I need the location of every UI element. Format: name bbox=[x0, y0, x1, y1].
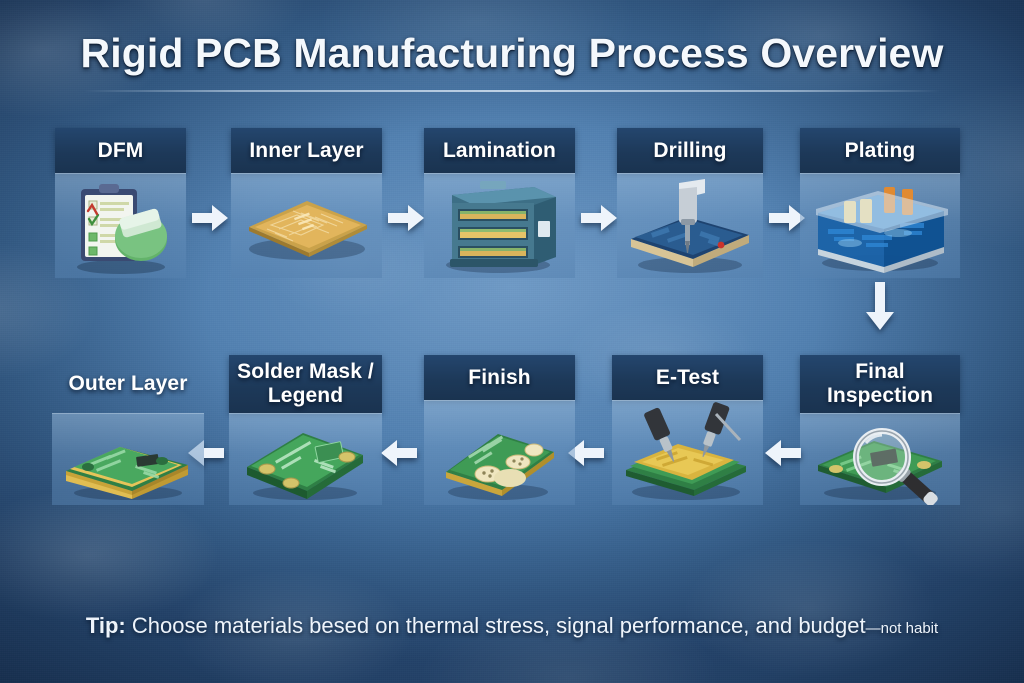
step-title-finish: Finish bbox=[424, 355, 575, 400]
step-illustration-drilling bbox=[617, 173, 763, 278]
clipboard-checklist-icon bbox=[77, 184, 167, 274]
surface-finish-pcb-icon bbox=[446, 434, 554, 500]
process-step-lamination[interactable]: Lamination bbox=[424, 128, 575, 278]
green-solder-mask-pcb-icon bbox=[247, 433, 363, 500]
step-title-drilling: Drilling bbox=[617, 128, 763, 173]
step-illustration-finish bbox=[424, 400, 575, 505]
process-step-finish[interactable]: Finish bbox=[424, 355, 575, 505]
step-title-dfm: DFM bbox=[55, 128, 186, 173]
cnc-drill-icon bbox=[631, 179, 749, 273]
step-illustration-final-inspection bbox=[800, 413, 960, 505]
arrow-left-icon bbox=[381, 440, 417, 466]
title-divider bbox=[84, 90, 940, 92]
arrow-down-icon bbox=[866, 282, 894, 330]
step-title-plating: Plating bbox=[800, 128, 960, 173]
step-illustration-plating bbox=[800, 173, 960, 278]
process-step-outer-layer[interactable]: Outer Layer bbox=[52, 355, 204, 505]
step-title-e-test: E-Test bbox=[612, 355, 763, 400]
step-title-solder-mask-legend: Solder Mask / Legend bbox=[229, 355, 382, 413]
step-illustration-solder-mask-legend bbox=[229, 413, 382, 505]
step-illustration-inner-layer bbox=[231, 173, 382, 278]
arrow-right-icon bbox=[769, 205, 805, 231]
arrow-left-icon bbox=[765, 440, 801, 466]
step-title-outer-layer: Outer Layer bbox=[68, 372, 188, 396]
arrow-left-icon bbox=[568, 440, 604, 466]
flying-probe-test-icon bbox=[626, 402, 746, 500]
magnifier-pcb-icon bbox=[818, 428, 942, 505]
lamination-press-icon bbox=[446, 181, 556, 273]
arrow-right-icon bbox=[192, 205, 228, 231]
process-step-plating[interactable]: Plating bbox=[800, 128, 960, 278]
step-illustration-e-test bbox=[612, 400, 763, 505]
copper-inner-layer-panel-icon bbox=[249, 201, 367, 260]
tip-text: Choose materials besed on thermal stress… bbox=[131, 613, 866, 638]
outer-layer-stack-icon bbox=[66, 447, 188, 500]
tip-label: Tip: bbox=[85, 613, 126, 638]
step-illustration-lamination bbox=[424, 173, 575, 278]
step-title-lamination: Lamination bbox=[424, 128, 575, 173]
step-title-final-inspection: Final Inspection bbox=[800, 355, 960, 413]
plating-bath-tank-icon bbox=[816, 187, 948, 273]
process-step-e-test[interactable]: E-Test bbox=[612, 355, 763, 505]
tip-line: Tip: Choose materials besed on thermal s… bbox=[0, 613, 1024, 639]
process-step-drilling[interactable]: Drilling bbox=[617, 128, 763, 278]
process-step-dfm[interactable]: DFM bbox=[55, 128, 186, 278]
process-step-final-inspection[interactable]: Final Inspection bbox=[800, 355, 960, 505]
step-illustration-outer-layer bbox=[52, 413, 204, 505]
tip-note: —not habit bbox=[865, 620, 939, 637]
page-title: Rigid PCB Manufacturing Process Overview bbox=[80, 30, 944, 76]
step-illustration-dfm bbox=[55, 173, 186, 278]
process-step-solder-mask-legend[interactable]: Solder Mask / Legend bbox=[229, 355, 382, 505]
step-title-inner-layer: Inner Layer bbox=[231, 128, 382, 173]
arrow-right-icon bbox=[581, 205, 617, 231]
process-step-inner-layer[interactable]: Inner Layer bbox=[231, 128, 382, 278]
arrow-right-icon bbox=[388, 205, 424, 231]
